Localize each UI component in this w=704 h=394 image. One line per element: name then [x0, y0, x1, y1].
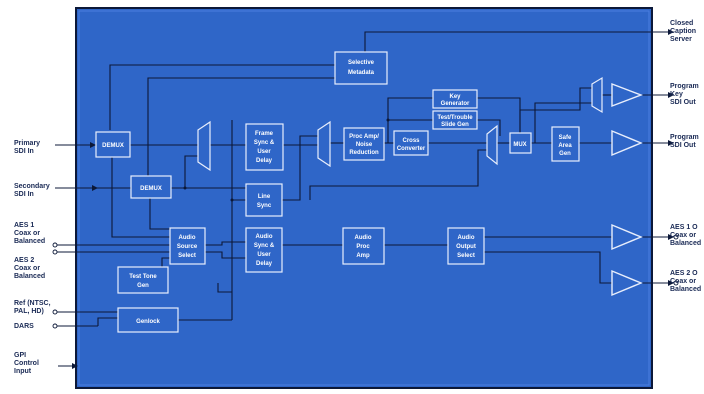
line-sync-label-2: Sync	[257, 203, 272, 209]
audio-proc-label-3: Amp	[356, 253, 370, 259]
key-generator-label-2: Generator	[441, 101, 470, 107]
audio-proc-label-2: Proc	[356, 244, 370, 250]
audio-source-label-3: Select	[178, 253, 196, 259]
output-aes2: AES 2 O Coax or Balanced	[670, 270, 702, 293]
audio-output-select: Audio Output Select	[447, 227, 485, 265]
test-tone-label-1: Test Tone	[129, 274, 157, 280]
audio-output-label-1: Audio	[458, 235, 475, 241]
key-out-amp	[611, 82, 643, 108]
input-mux-2	[317, 120, 331, 168]
audio-sync-label-4: Delay	[256, 261, 273, 267]
input-gpi: GPI Control Input	[14, 352, 39, 375]
audio-sync-label-3: User	[257, 252, 271, 258]
aes1-out-amp	[611, 223, 643, 251]
proc-amp: Proc Amp/ Noise Reduction	[343, 127, 385, 161]
key-generator: Key Generator	[432, 89, 478, 109]
panel-inner-edge	[78, 10, 650, 386]
test-trouble-label-1: Test/Trouble	[437, 115, 473, 121]
demux-2-label: DEMUX	[140, 186, 162, 192]
connector-dots	[52, 118, 679, 329]
input-aes2: AES 2 Coax or Balanced	[14, 257, 46, 280]
arrowheads	[72, 29, 674, 369]
aes2-out-amp	[611, 269, 643, 297]
frame-sync-label-3: User	[257, 149, 271, 155]
input-ref: Ref (NTSC, PAL, HD)	[14, 300, 51, 315]
audio-output-label-3: Select	[457, 253, 475, 259]
input-dars: DARS	[14, 323, 34, 330]
key-generator-label-1: Key	[449, 94, 461, 100]
proc-amp-label-1: Proc Amp/	[349, 134, 379, 140]
audio-sync-label-2: Sync &	[254, 243, 275, 249]
audio-source-label-2: Source	[177, 244, 198, 250]
frame-sync-label-1: Frame	[255, 131, 274, 137]
output-program-sdi: Program SDI Out	[670, 134, 699, 149]
genlock-label: Genlock	[136, 319, 160, 325]
demux-2: DEMUX	[130, 175, 172, 199]
output-mux	[486, 124, 498, 166]
safe-area-label-1: Safe	[559, 135, 572, 141]
key-mux	[591, 76, 603, 114]
demux-1: DEMUX	[95, 131, 131, 158]
input-primary-sdi: Primary SDI In	[14, 140, 41, 155]
demux-1-label: DEMUX	[102, 143, 124, 149]
test-trouble-label-2: Slide Gen	[441, 122, 469, 128]
mux-block: MUX	[509, 132, 532, 154]
selective-metadata: Selective Metadata	[334, 51, 388, 85]
genlock: Genlock	[117, 307, 179, 333]
selective-metadata-label-2: Metadata	[348, 70, 375, 76]
frame-sync-label-2: Sync &	[254, 140, 275, 146]
audio-sync-label-1: Audio	[256, 234, 273, 240]
input-secondary-sdi: Secondary SDI In	[14, 183, 50, 198]
output-program-key: Program Key SDI Out	[670, 83, 699, 106]
test-trouble-slide-gen: Test/Trouble Slide Gen	[432, 110, 478, 130]
output-closed-caption: Closed Caption Server	[670, 20, 697, 43]
test-tone-label-2: Gen	[137, 283, 149, 289]
cross-converter-label-2: Converter	[397, 146, 426, 152]
audio-sync: Audio Sync & User Delay	[245, 227, 283, 273]
frame-sync-label-4: Delay	[256, 158, 273, 164]
safe-area-gen: Safe Area Gen	[551, 126, 580, 162]
audio-proc-label-1: Audio	[355, 235, 372, 241]
cross-converter: Cross Converter	[393, 130, 429, 156]
input-aes1: AES 1 Coax or Balanced	[14, 222, 46, 245]
safe-area-label-2: Area	[558, 143, 572, 149]
mux-label: MUX	[513, 142, 526, 148]
audio-output-label-2: Output	[456, 244, 476, 250]
audio-source-select: Audio Source Select	[169, 227, 206, 265]
program-out-amp	[611, 129, 643, 157]
test-tone-gen: Test Tone Gen	[117, 266, 169, 294]
frame-sync: Frame Sync & User Delay	[245, 123, 284, 171]
line-sync-label-1: Line	[258, 194, 271, 200]
input-mux-1	[197, 120, 211, 172]
proc-amp-label-2: Noise	[356, 142, 373, 148]
cross-converter-label-1: Cross	[402, 138, 420, 144]
safe-area-label-3: Gen	[559, 151, 571, 157]
line-sync: Line Sync	[245, 183, 283, 217]
proc-amp-label-3: Reduction	[349, 150, 379, 156]
audio-proc-amp: Audio Proc Amp	[342, 227, 385, 265]
audio-source-label-1: Audio	[179, 235, 196, 241]
selective-metadata-label-1: Selective	[348, 60, 375, 66]
output-aes1: AES 1 O Coax or Balanced	[670, 224, 702, 247]
